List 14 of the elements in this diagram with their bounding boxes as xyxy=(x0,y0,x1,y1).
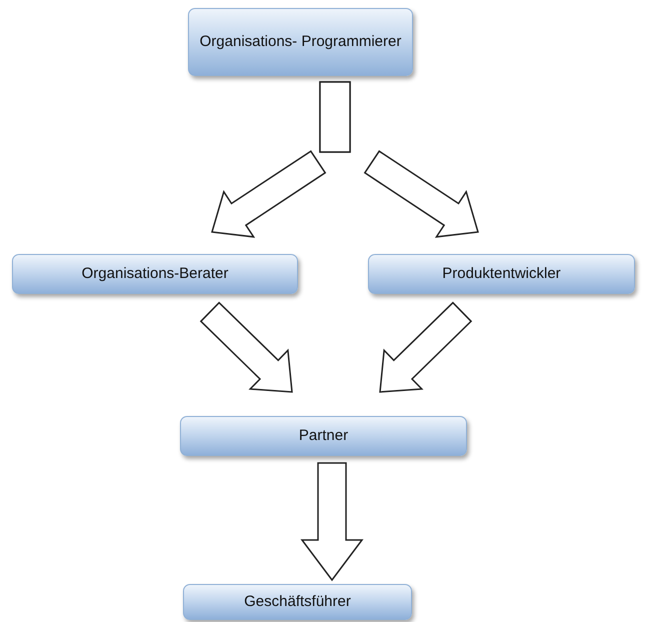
process-box xyxy=(180,416,467,456)
process-box xyxy=(188,8,413,76)
block-arrow xyxy=(319,81,479,238)
process-box xyxy=(368,254,635,294)
block-arrow xyxy=(379,302,472,393)
box-label: Organisations-Berater xyxy=(82,264,228,284)
process-box xyxy=(12,254,298,294)
box-label: Partner xyxy=(298,426,348,446)
box-label: Organisations- Programmierer xyxy=(200,32,402,52)
process-box xyxy=(183,584,412,620)
box-label: Geschäftsführer xyxy=(244,592,351,612)
box-label: Produktentwickler xyxy=(442,264,561,284)
block-arrow xyxy=(200,302,293,393)
block-arrow xyxy=(300,462,364,582)
